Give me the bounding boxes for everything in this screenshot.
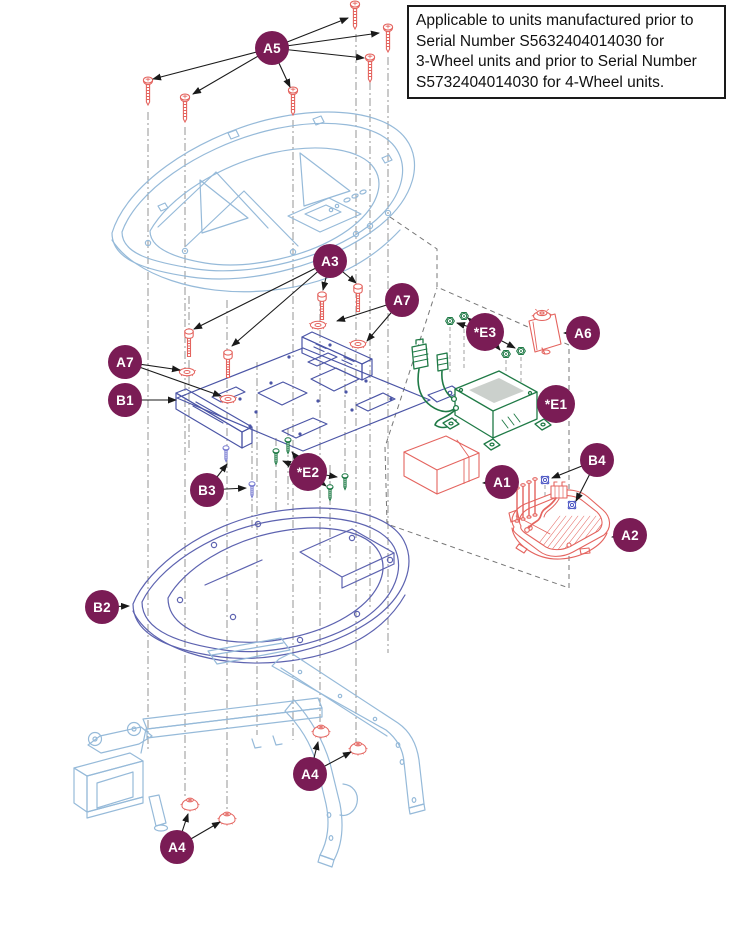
callout-a4-right: A4: [293, 757, 327, 791]
bolt-icon: [317, 291, 327, 321]
cone-washer-icon: [216, 811, 238, 827]
screw-icon: [272, 448, 280, 465]
callout-a1: A1: [485, 465, 519, 499]
callout-a7-right: A7: [385, 283, 419, 317]
screw-icon: [364, 53, 376, 83]
callout-a4-left: A4: [160, 830, 194, 864]
battery-box-drawing: [403, 435, 480, 495]
callout-a3: A3: [313, 244, 347, 278]
circuit-breaker-drawing: [528, 308, 562, 355]
top-cover-drawing: [111, 111, 416, 293]
screw-icon: [142, 76, 154, 106]
screw-icon: [326, 484, 334, 501]
cone-washer-icon: [347, 741, 369, 757]
nut-icon: [516, 347, 526, 355]
frame-drawing: [73, 637, 426, 868]
callout-b4: B4: [580, 443, 614, 477]
nut-icon: [540, 475, 550, 485]
bolt-icon: [353, 283, 363, 313]
screw-icon: [248, 481, 256, 498]
callout-b1: B1: [108, 383, 142, 417]
note-line: Serial Number S5632404014030 for: [416, 32, 665, 50]
bolt-icon: [184, 328, 194, 358]
detail-boundary: [384, 216, 570, 589]
callout-a6: A6: [566, 316, 600, 350]
callout-e2: *E2: [289, 453, 327, 491]
washer-icon: [177, 367, 197, 378]
nut-icon: [445, 317, 455, 325]
note-line: 3-Wheel units and prior to Serial Number: [416, 53, 697, 70]
callout-e3: *E3: [466, 313, 504, 351]
screw-icon: [179, 93, 191, 123]
controller-box-drawing: [411, 338, 552, 451]
note-line: S5732404014030 for 4-Wheel units.: [416, 73, 665, 91]
callout-a7-left: A7: [108, 345, 142, 379]
screw-icon: [222, 445, 230, 462]
screw-icon: [341, 473, 349, 490]
cone-washer-icon: [179, 797, 201, 813]
washer-icon: [218, 394, 238, 405]
nut-icon: [567, 500, 577, 510]
callout-b2: B2: [85, 590, 119, 624]
callout-a2: A2: [613, 518, 647, 552]
callout-b3: B3: [190, 473, 224, 507]
screw-icon: [287, 86, 299, 116]
washer-icon: [308, 320, 328, 331]
screw-icon: [382, 23, 394, 53]
callout-a5: A5: [255, 31, 289, 65]
washer-icon: [348, 339, 368, 350]
callout-e1: *E1: [537, 385, 575, 423]
nut-icon: [501, 350, 511, 358]
bolt-icon: [223, 349, 233, 379]
battery-tray-drawing: [508, 477, 611, 560]
screw-icon: [349, 0, 361, 30]
note-line: Applicable to units manufactured prior t…: [416, 12, 694, 29]
nut-icon: [459, 312, 469, 320]
serial-number-note: Applicable to units manufactured prior t…: [407, 5, 726, 99]
alignment-lines: [147, 34, 389, 813]
